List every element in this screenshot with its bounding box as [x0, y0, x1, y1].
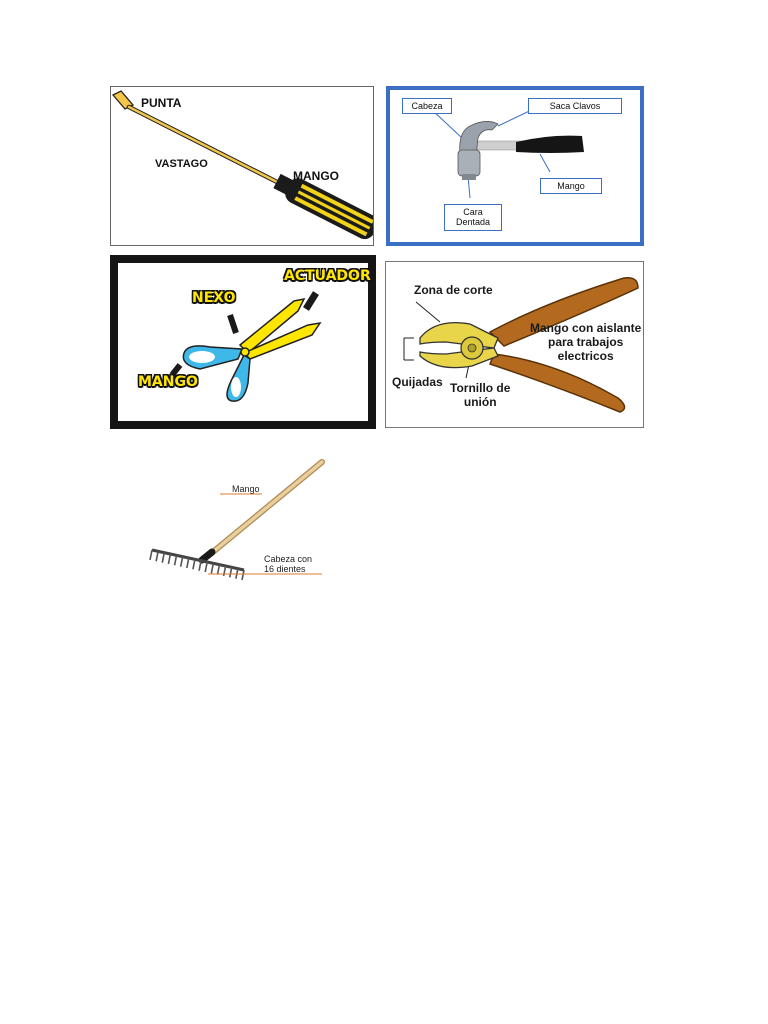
- label-zona-de-corte: Zona de corte: [414, 283, 493, 297]
- label-saca-clavos: Saca Clavos: [528, 98, 622, 115]
- scissors-illustration: [169, 291, 322, 402]
- pliers-illustration: [403, 276, 639, 413]
- label-cabeza: Cabeza: [402, 98, 452, 115]
- label-punta: PUNTA: [141, 96, 182, 110]
- mango-line-1: Mango con aislante: [530, 321, 642, 335]
- rake-tooth: [149, 549, 153, 561]
- scissors-inner: ACTUADOR NEXO MANGO: [118, 263, 371, 421]
- label-tornillo-de-union: Tornillo de unión: [450, 381, 511, 410]
- rake-tooth: [186, 557, 190, 569]
- rake-tooth: [155, 551, 159, 562]
- pliers-diagram: Zona de corte Mango con aislante para tr…: [385, 261, 644, 428]
- rake-tooth: [161, 552, 166, 563]
- label-mango: MANGO: [293, 169, 339, 183]
- rake-tooth: [210, 563, 215, 574]
- screwdriver-illustration: [111, 90, 373, 240]
- cabeza-line-2: 16 dientes: [264, 564, 306, 575]
- label-cabeza-con-dientes: Cabeza con 16 dientes: [264, 554, 312, 575]
- screwdriver-diagram: PUNTA VASTAGO MANGO: [110, 86, 374, 246]
- rake-teeth: [149, 549, 245, 581]
- tornillo-line-1: Tornillo de: [450, 381, 511, 395]
- label-mango: Mango: [540, 178, 602, 195]
- label-quijadas: Quijadas: [392, 375, 443, 389]
- label-actuador: ACTUADOR: [284, 268, 371, 284]
- label-mango-aislante: Mango con aislante para trabajos electri…: [530, 321, 642, 363]
- rake-tooth: [216, 564, 221, 575]
- cara-line-1: Cara: [463, 207, 483, 217]
- rake-tooth: [179, 556, 184, 567]
- scissors-diagram: ACTUADOR NEXO MANGO: [110, 255, 376, 429]
- rake-tooth: [204, 561, 208, 573]
- label-vastago: VASTAGO: [155, 158, 208, 170]
- label-mango: MANGO: [138, 374, 198, 390]
- rake-tooth: [241, 569, 245, 581]
- rake-diagram: Mango Cabeza con 16 dientes: [112, 440, 366, 600]
- tornillo-line-2: unión: [463, 394, 497, 409]
- rake-tooth: [198, 560, 202, 571]
- hammer-diagram: Cabeza Saca Clavos Mango Cara Dentada: [386, 86, 644, 246]
- cabeza-line-1: Cabeza con: [264, 554, 313, 564]
- rake-illustration: [149, 459, 325, 581]
- mango-line-3: electricos: [557, 348, 614, 363]
- label-nexo: NEXO: [192, 290, 236, 306]
- cara-line-2: Dentada: [455, 217, 491, 228]
- rake-tooth: [192, 559, 196, 570]
- label-mango: Mango: [232, 484, 260, 494]
- rake-tooth: [167, 553, 172, 565]
- rake-tooth: [173, 555, 178, 566]
- hammer-illustration: [429, 105, 584, 199]
- rake-tooth: [228, 567, 233, 578]
- label-cara-dentada: Cara Dentada: [444, 204, 502, 231]
- mango-line-2: para trabajos: [547, 334, 624, 349]
